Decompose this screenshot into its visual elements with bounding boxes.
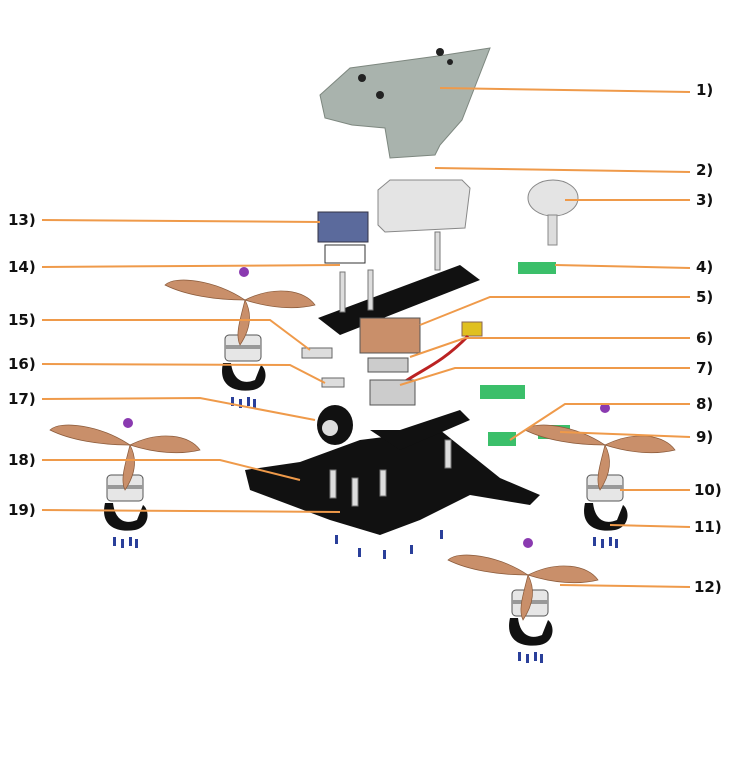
label-16: 16)	[8, 355, 36, 373]
label-6: 6)	[696, 329, 714, 347]
screws	[335, 530, 443, 559]
top-plate	[318, 265, 480, 335]
label-3: 3)	[696, 191, 714, 209]
antenna-mount	[518, 262, 556, 274]
receiver	[488, 432, 516, 446]
label-15: 15)	[8, 311, 36, 329]
xt60-connector	[461, 321, 483, 337]
standoffs	[329, 231, 452, 507]
prop-front-left	[164, 279, 316, 346]
motor-front-left	[221, 334, 267, 409]
label-1: 1)	[696, 81, 714, 99]
label-10: 10)	[694, 481, 722, 499]
label-19: 19)	[8, 501, 36, 519]
battery-box	[377, 179, 471, 233]
canopy-shell	[319, 47, 491, 159]
motor-right	[583, 474, 629, 549]
main-frame	[245, 410, 540, 535]
flight-controller	[359, 317, 421, 354]
label-11: 11)	[694, 518, 722, 536]
label-13: 13)	[8, 211, 36, 229]
gps-antenna	[527, 179, 579, 246]
camera-module	[317, 211, 369, 264]
label-17: 17)	[8, 390, 36, 408]
prop-rear-right	[447, 554, 599, 621]
label-14: 14)	[8, 258, 36, 276]
antenna-pcb	[480, 385, 525, 399]
label-7: 7)	[696, 359, 714, 377]
label-9: 9)	[696, 428, 714, 446]
prop-rear-left	[49, 424, 201, 491]
power-distribution-board	[369, 379, 416, 406]
label-4: 4)	[696, 258, 714, 276]
label-5: 5)	[696, 288, 714, 306]
led-board	[321, 377, 345, 388]
label-8: 8)	[696, 395, 714, 413]
buzzer-board	[301, 347, 333, 359]
label-18: 18)	[8, 451, 36, 469]
leader-lines	[41, 87, 691, 588]
label-12: 12)	[694, 578, 722, 596]
esc-board	[367, 357, 409, 373]
label-2: 2)	[696, 161, 714, 179]
